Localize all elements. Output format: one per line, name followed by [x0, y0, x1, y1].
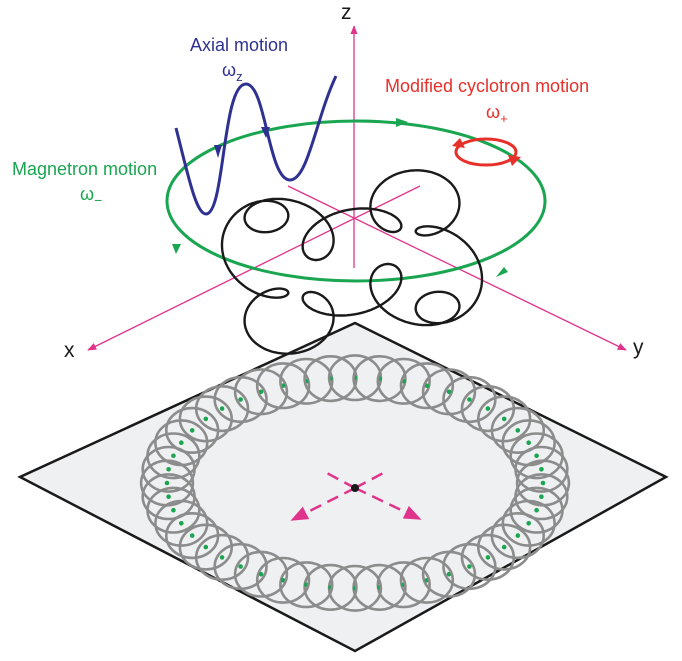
axis-y-label: y	[633, 336, 644, 359]
ring-loop	[255, 556, 311, 604]
ring-guiding-center-dot	[179, 521, 184, 526]
axial-motion-label: Axial motion	[190, 35, 288, 55]
ring-loop	[421, 550, 477, 598]
ring-guiding-center-dot	[446, 389, 452, 395]
axis-x-label: x	[64, 339, 75, 362]
magnetron-arrow-left	[172, 244, 181, 254]
ring-guiding-center-dot	[539, 494, 544, 500]
ring-loop	[255, 362, 311, 410]
ring-loop	[165, 511, 220, 560]
projected-x-axis	[290, 486, 356, 522]
magnetron-frequency-label: ω−	[80, 184, 102, 208]
projection-center-dot	[351, 484, 359, 492]
ring-loop	[501, 419, 556, 467]
axial-frequency-label: ωz	[222, 60, 243, 84]
projected-axis-back-right	[354, 469, 388, 490]
ring-guiding-center-dot	[526, 521, 531, 526]
ring-guiding-center-dot	[189, 533, 195, 538]
ring-guiding-center-dot	[238, 397, 243, 402]
cyclotron-arrow-left	[452, 138, 465, 148]
ring-guiding-center-dot	[526, 440, 531, 446]
ring-guiding-center-dot	[166, 494, 171, 500]
ring-loop	[399, 556, 455, 604]
projected-y-axis	[354, 486, 422, 521]
ring-loop	[213, 542, 268, 591]
ring-loop	[509, 486, 564, 534]
ring-loop	[154, 419, 209, 467]
cyclotron-loop	[452, 137, 521, 167]
magnetron-arrow-right	[496, 267, 508, 277]
ring-guiding-center-dot	[467, 397, 472, 402]
ring-loop	[477, 395, 532, 443]
ring-loop	[477, 523, 532, 571]
axis-z-label: z	[341, 1, 352, 24]
axial-arrow-2	[261, 127, 270, 138]
ring-guiding-center-dot	[171, 453, 176, 459]
magnetron-frequency-subscript: −	[94, 192, 102, 208]
projected-axes	[290, 469, 422, 522]
ring-loop	[352, 355, 407, 403]
ring-guiding-center-dot	[189, 428, 195, 433]
ring-loop	[141, 473, 196, 521]
projection-ring	[139, 354, 571, 612]
ring-guiding-center-dot	[501, 544, 507, 550]
ring-guiding-center-dot	[203, 416, 209, 422]
ring-guiding-center-dot	[238, 564, 243, 569]
ring-loop	[514, 445, 569, 493]
magnetron-orbit	[165, 118, 547, 283]
projected-axis-back-left	[322, 469, 356, 490]
ring-guiding-center-dot	[485, 406, 491, 411]
ring-guiding-center-dot	[515, 428, 521, 433]
ring-loop	[303, 563, 358, 612]
ring-loop	[178, 523, 234, 571]
ring-loop	[376, 561, 431, 609]
ring-guiding-center-dot	[534, 507, 539, 513]
ion-trajectory	[220, 169, 484, 355]
ring-loop	[501, 499, 556, 547]
magnetron-motion-label: Magnetron motion	[12, 159, 157, 179]
projection-plane	[17, 321, 669, 653]
axial-frequency-subscript: z	[236, 69, 243, 84]
ring-guiding-center-dot	[166, 467, 171, 472]
ring-loop	[376, 357, 431, 405]
axial-arrow	[214, 145, 222, 158]
ring-guiding-center-dot	[219, 406, 225, 411]
ring-guiding-center-dot	[534, 453, 539, 459]
ring-guiding-center-dot	[179, 440, 184, 446]
ring-guiding-center-dot	[258, 571, 264, 577]
magnetron-arrow-top	[396, 118, 408, 127]
ring-guiding-center-dot	[485, 555, 491, 560]
ring-loop	[442, 375, 497, 424]
ring-loop	[460, 533, 516, 582]
ring-loop	[233, 368, 289, 416]
ring-guiding-center-dot	[539, 467, 544, 472]
ring-guiding-center-dot	[219, 555, 225, 560]
ring-loop	[279, 561, 334, 609]
ring-guiding-center-dot	[171, 507, 176, 513]
ring-guiding-center-dot	[467, 564, 472, 569]
ring-guiding-center-dot	[203, 544, 209, 550]
ring-loop	[194, 385, 250, 433]
ring-loop	[399, 362, 455, 410]
ring-guiding-center-dot	[515, 533, 521, 538]
ring-guiding-center-dot	[501, 416, 507, 422]
ring-loop	[490, 406, 545, 455]
axial-wave	[174, 75, 338, 216]
ring-guiding-center-dot	[164, 480, 170, 486]
ring-loop	[279, 357, 334, 405]
cyclotron-frequency-subscript: +	[500, 111, 508, 126]
cyclotron-motion-label: Modified cyclotron motion	[385, 76, 589, 96]
cyclotron-arrow-right	[508, 155, 521, 166]
ring-loop	[146, 432, 201, 480]
ring-guiding-center-dot	[540, 480, 546, 486]
ring-loop	[178, 395, 234, 443]
cyclotron-frequency-label: ω+	[486, 102, 508, 126]
